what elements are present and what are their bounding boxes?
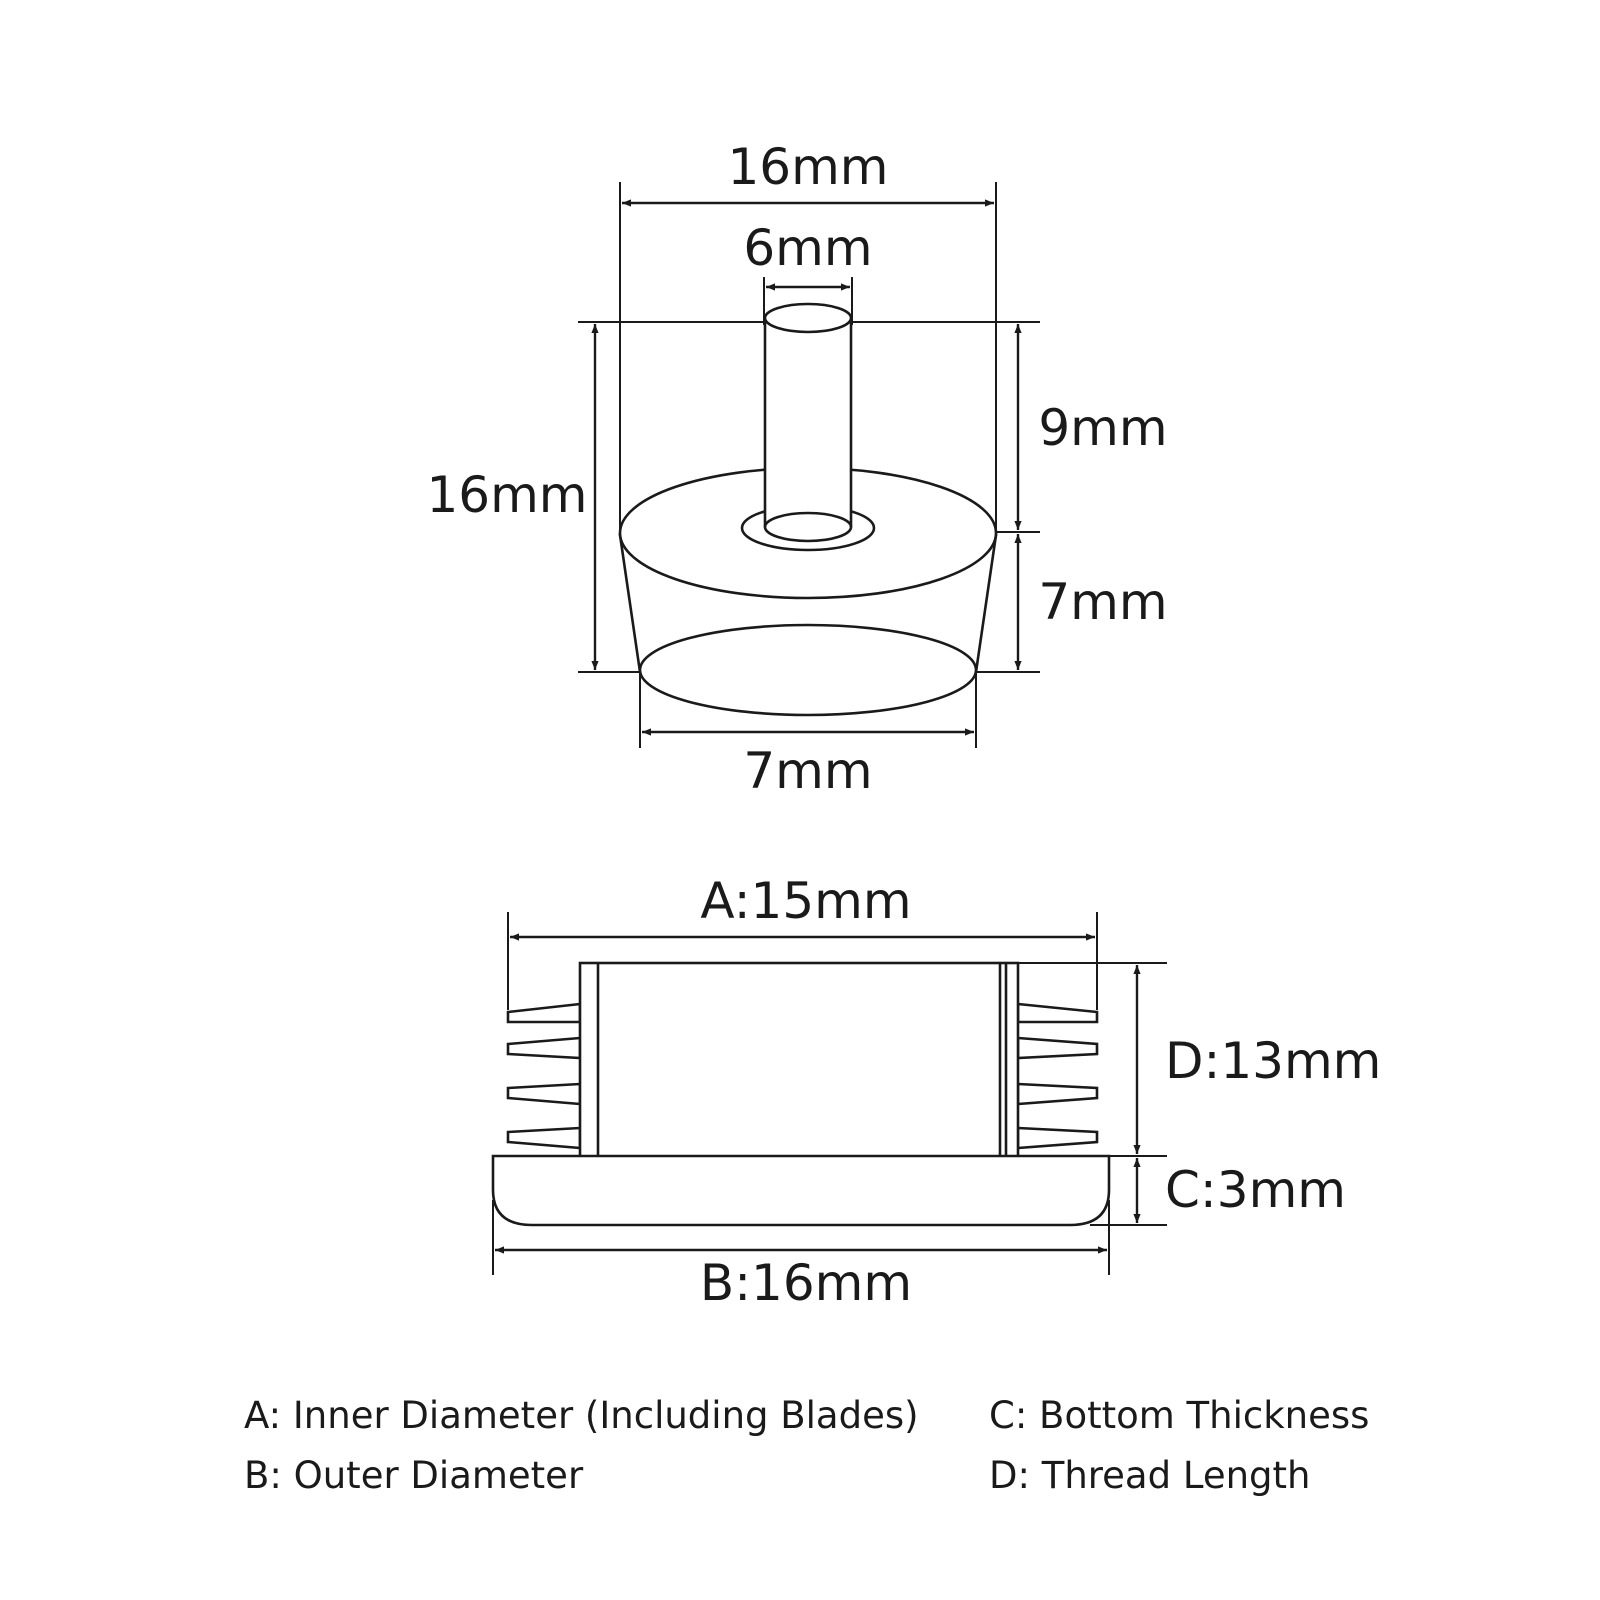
foot-isometric-drawing: 16mm 6mm 16mm 9mm 7mm 7mm: [426, 138, 1167, 800]
legend-item-c: C: Bottom Thickness: [989, 1394, 1370, 1437]
legend-item-d: D: Thread Length: [989, 1454, 1311, 1497]
stem-fill: [765, 318, 851, 529]
stem-length-label: 9mm: [1038, 399, 1167, 457]
blade: [1016, 1036, 1099, 1060]
legend-item-a: A: Inner Diameter (Including Blades): [244, 1394, 919, 1437]
base-height-label: 7mm: [1038, 573, 1167, 631]
insert-body: [578, 961, 1020, 1159]
blade: [506, 1002, 582, 1024]
bottom-thickness-label: C:3mm: [1165, 1161, 1346, 1219]
bottom-cap: [491, 1154, 1111, 1227]
blade: [506, 1082, 582, 1106]
stem-diameter-label: 6mm: [743, 219, 872, 277]
blade: [1016, 1082, 1099, 1106]
blade: [506, 1126, 582, 1150]
thread-length-label: D:13mm: [1165, 1032, 1381, 1090]
base-bottom-face: [638, 623, 978, 717]
blade: [506, 1036, 582, 1060]
inner-diameter-label: A:15mm: [700, 872, 911, 930]
stem-base-ellipse: [763, 511, 853, 543]
blade: [1016, 1126, 1099, 1150]
overall-height-label: 16mm: [426, 466, 587, 524]
blade: [1016, 1002, 1099, 1024]
stem-top-face: [763, 302, 853, 334]
outer-diameter-label: B:16mm: [700, 1254, 912, 1312]
overall-width-label: 16mm: [727, 138, 888, 196]
bottom-diameter-label: 7mm: [743, 742, 872, 800]
insert-side-drawing: A:15mm D:13mm C:3mm B:16mm: [491, 872, 1381, 1312]
legend-item-b: B: Outer Diameter: [244, 1454, 584, 1497]
